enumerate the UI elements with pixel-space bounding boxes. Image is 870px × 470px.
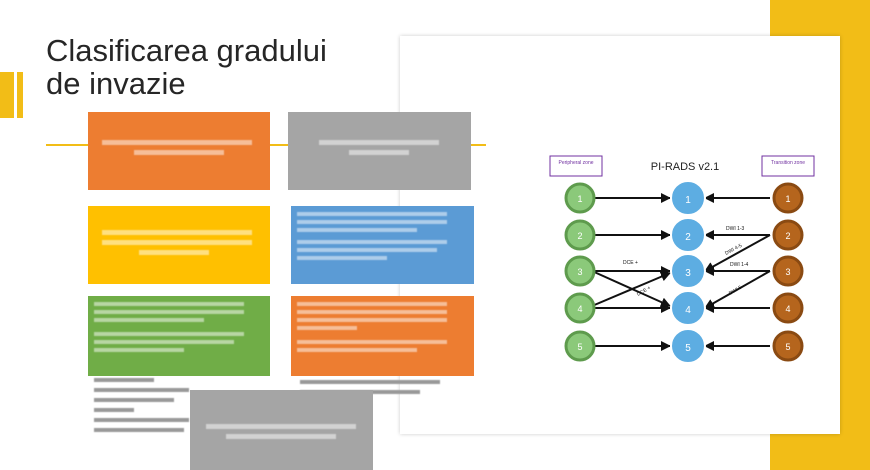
yellow-title-marker-thin	[17, 72, 23, 118]
center-circles: 1 2 3 4 5	[670, 180, 706, 364]
center-score: 3	[685, 268, 691, 279]
right-score: 3	[785, 267, 790, 277]
left-score: 1	[577, 194, 582, 204]
left-score: 3	[577, 267, 582, 277]
peripheral-zone-label-box	[549, 155, 603, 177]
transition-zone-label: Transition zone	[771, 160, 805, 166]
center-score: 4	[685, 305, 691, 316]
peripheral-zone-label: Peripheral zone	[558, 160, 593, 166]
center-score: 1	[685, 195, 691, 206]
center-score: 2	[685, 232, 691, 243]
arrow-label: DWI 1-4	[730, 262, 749, 268]
left-circles: 1 2 3 4 5	[564, 182, 596, 362]
left-score: 5	[577, 342, 582, 352]
slide-title: Clasificarea gradului de invazie	[46, 33, 327, 101]
left-score: 2	[577, 231, 582, 241]
green-box-overflow-text	[94, 378, 194, 432]
right-score: 1	[785, 194, 790, 204]
right-score: 2	[785, 231, 790, 241]
box-orange-top	[88, 112, 270, 190]
arrows	[591, 193, 771, 351]
box-green	[88, 296, 270, 376]
arrow-label: DWI 1-3	[726, 226, 745, 232]
arrow-label: DCE +	[623, 260, 638, 266]
box-gray-top	[288, 112, 471, 190]
pirads-diagram: Peripheral zone Transition zone PI-RADS …	[549, 155, 815, 364]
box-yellow	[88, 206, 270, 284]
yellow-title-marker	[0, 72, 14, 118]
transition-zone-label-box	[761, 155, 815, 177]
right-score: 5	[785, 342, 790, 352]
right-circles: 1 2 3 4 5	[772, 182, 804, 362]
left-score: 4	[577, 304, 582, 314]
center-score: 5	[685, 343, 691, 354]
box-gray-bottom	[190, 390, 373, 470]
diagram-title: PI-RADS v2.1	[651, 161, 719, 173]
box-orange-bottom	[291, 296, 474, 376]
box-blue	[291, 206, 474, 284]
arrow-label: DWI 5	[728, 284, 743, 296]
right-score: 4	[785, 304, 790, 314]
